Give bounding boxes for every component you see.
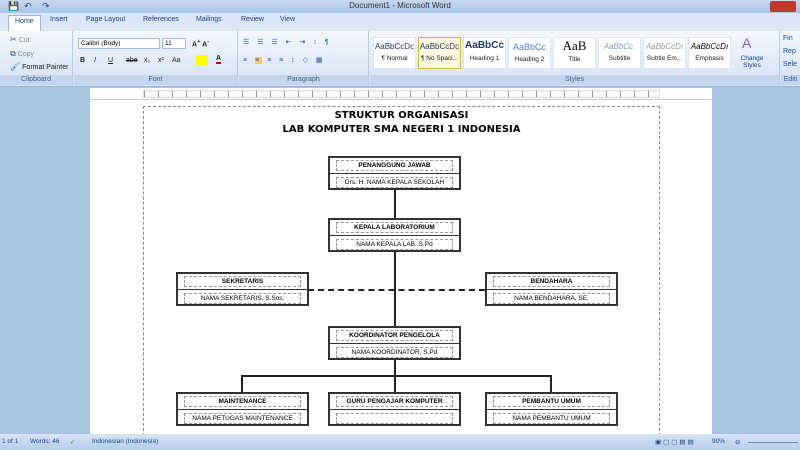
italic-button[interactable]: I [94,57,96,64]
select-button[interactable]: Sele [783,61,798,68]
clipboard-label: Clipboard [0,75,72,85]
tab-page-layout[interactable]: Page Layout [86,16,126,23]
tab-view[interactable]: View [280,16,296,23]
connector-line [550,375,552,392]
cut-button[interactable]: ✂Cut [10,35,30,44]
styles-group: AaBbCcDc¶ Normal AaBbCcDc¶ No Spaci... A… [370,31,780,87]
format-painter-button[interactable]: 🖌Format Painter [10,62,69,71]
dashed-connector [308,289,485,291]
replace-button[interactable]: Rep [783,48,796,55]
font-color-icon[interactable]: A [216,55,222,64]
view-buttons[interactable]: ▣▢▢▤▤ [655,439,696,446]
ribbon-tabs: Home Insert Page Layout References Maili… [0,13,800,31]
save-icon[interactable]: 💾 [8,1,20,11]
paragraph-label: Paragraph [239,75,368,85]
brush-icon: 🖌 [10,62,21,71]
copy-icon: ⧉ [10,49,16,58]
status-bar: 1 of 1 Words: 46 ✓ Indonesian (Indonesia… [0,434,800,450]
underline-button[interactable]: U [108,57,114,64]
font-size-select[interactable]: 11 [162,38,186,49]
tab-mailings[interactable]: Mailings [196,16,222,23]
tab-references[interactable]: References [143,16,179,23]
word-count[interactable]: Words: 46 [30,438,60,445]
editing-label: Editi [781,75,800,85]
grow-font-button[interactable]: A+ A- [192,39,210,49]
proofing-icon[interactable]: ✓ [70,439,76,446]
font-name-select[interactable]: Calibri (Body) [78,38,160,49]
connector-line [394,190,396,326]
connector-line [241,375,243,392]
page-count[interactable]: 1 of 1 [2,438,19,445]
close-button[interactable] [770,1,796,12]
connector-line [241,375,552,377]
tab-insert[interactable]: Insert [50,16,68,23]
title-bar: 💾 ↶ ↷ Document1 - Microsoft Word [0,0,800,13]
ribbon: ✂Cut ⧉Copy 🖌Format Painter Clipboard Cal… [0,31,800,87]
superscript-button[interactable]: x² [158,57,164,64]
highlight-icon[interactable] [196,55,208,65]
font-group: Calibri (Body) 11 A+ A- B I U abe x₂ x² … [74,31,238,87]
horizontal-ruler[interactable] [90,88,712,100]
redo-icon[interactable]: ↷ [42,1,50,11]
bold-button[interactable]: B [80,57,86,64]
language[interactable]: Indonesian (Indonesia) [92,438,159,445]
zoom-out-icon[interactable]: ⊖ [735,439,741,446]
paragraph-group: ☰ ☰ ☰ ⇤ ⇥ ↕ ¶ ≡ ≡ ≡ ≡ ↕ ◇ ▦ Paragraph [239,31,369,87]
styles-label: Styles [370,75,779,85]
style-subtitle[interactable]: AaBbCc.Subtitle [598,37,641,69]
window-title: Document1 - Microsoft Word [349,1,451,10]
doc-title-2: LAB KOMPUTER SMA NEGERI 1 INDONESIA [282,124,521,135]
subscript-button[interactable]: x₂ [144,57,151,64]
document-page[interactable] [90,100,712,434]
editing-group: Fin Rep Sele Editi [781,31,800,87]
ruler-scale [143,90,660,98]
font-label: Font [74,75,237,85]
zoom-slider[interactable] [748,442,798,443]
style-no-spacing[interactable]: AaBbCcDc¶ No Spaci... [418,37,461,69]
tab-home[interactable]: Home [8,15,41,31]
change-styles-icon[interactable]: A [742,35,752,51]
tab-review[interactable]: Review [241,16,264,23]
list-icons[interactable]: ☰ ☰ ☰ ⇤ ⇥ ↕ ¶ [243,39,332,46]
strikethrough-button[interactable]: abe [126,57,138,64]
scissors-icon: ✂ [10,35,17,44]
style-normal[interactable]: AaBbCcDc¶ Normal [373,37,416,69]
clipboard-group: ✂Cut ⧉Copy 🖌Format Painter Clipboard [0,31,73,87]
org-box-guru: GURU PENGAJAR KOMPUTER [328,392,461,426]
zoom-level[interactable]: 90% [712,438,726,445]
copy-button[interactable]: ⧉Copy [10,49,35,58]
change-styles-button[interactable]: Change Styles [740,55,764,69]
find-button[interactable]: Fin [783,35,793,42]
align-icons[interactable]: ≡ ≡ ≡ ≡ ↕ ◇ ▦ [243,57,326,64]
doc-title-1: STRUKTUR ORGANISASI [334,110,469,121]
undo-icon[interactable]: ↶ [24,1,32,11]
change-case-button[interactable]: Aa [172,57,181,64]
